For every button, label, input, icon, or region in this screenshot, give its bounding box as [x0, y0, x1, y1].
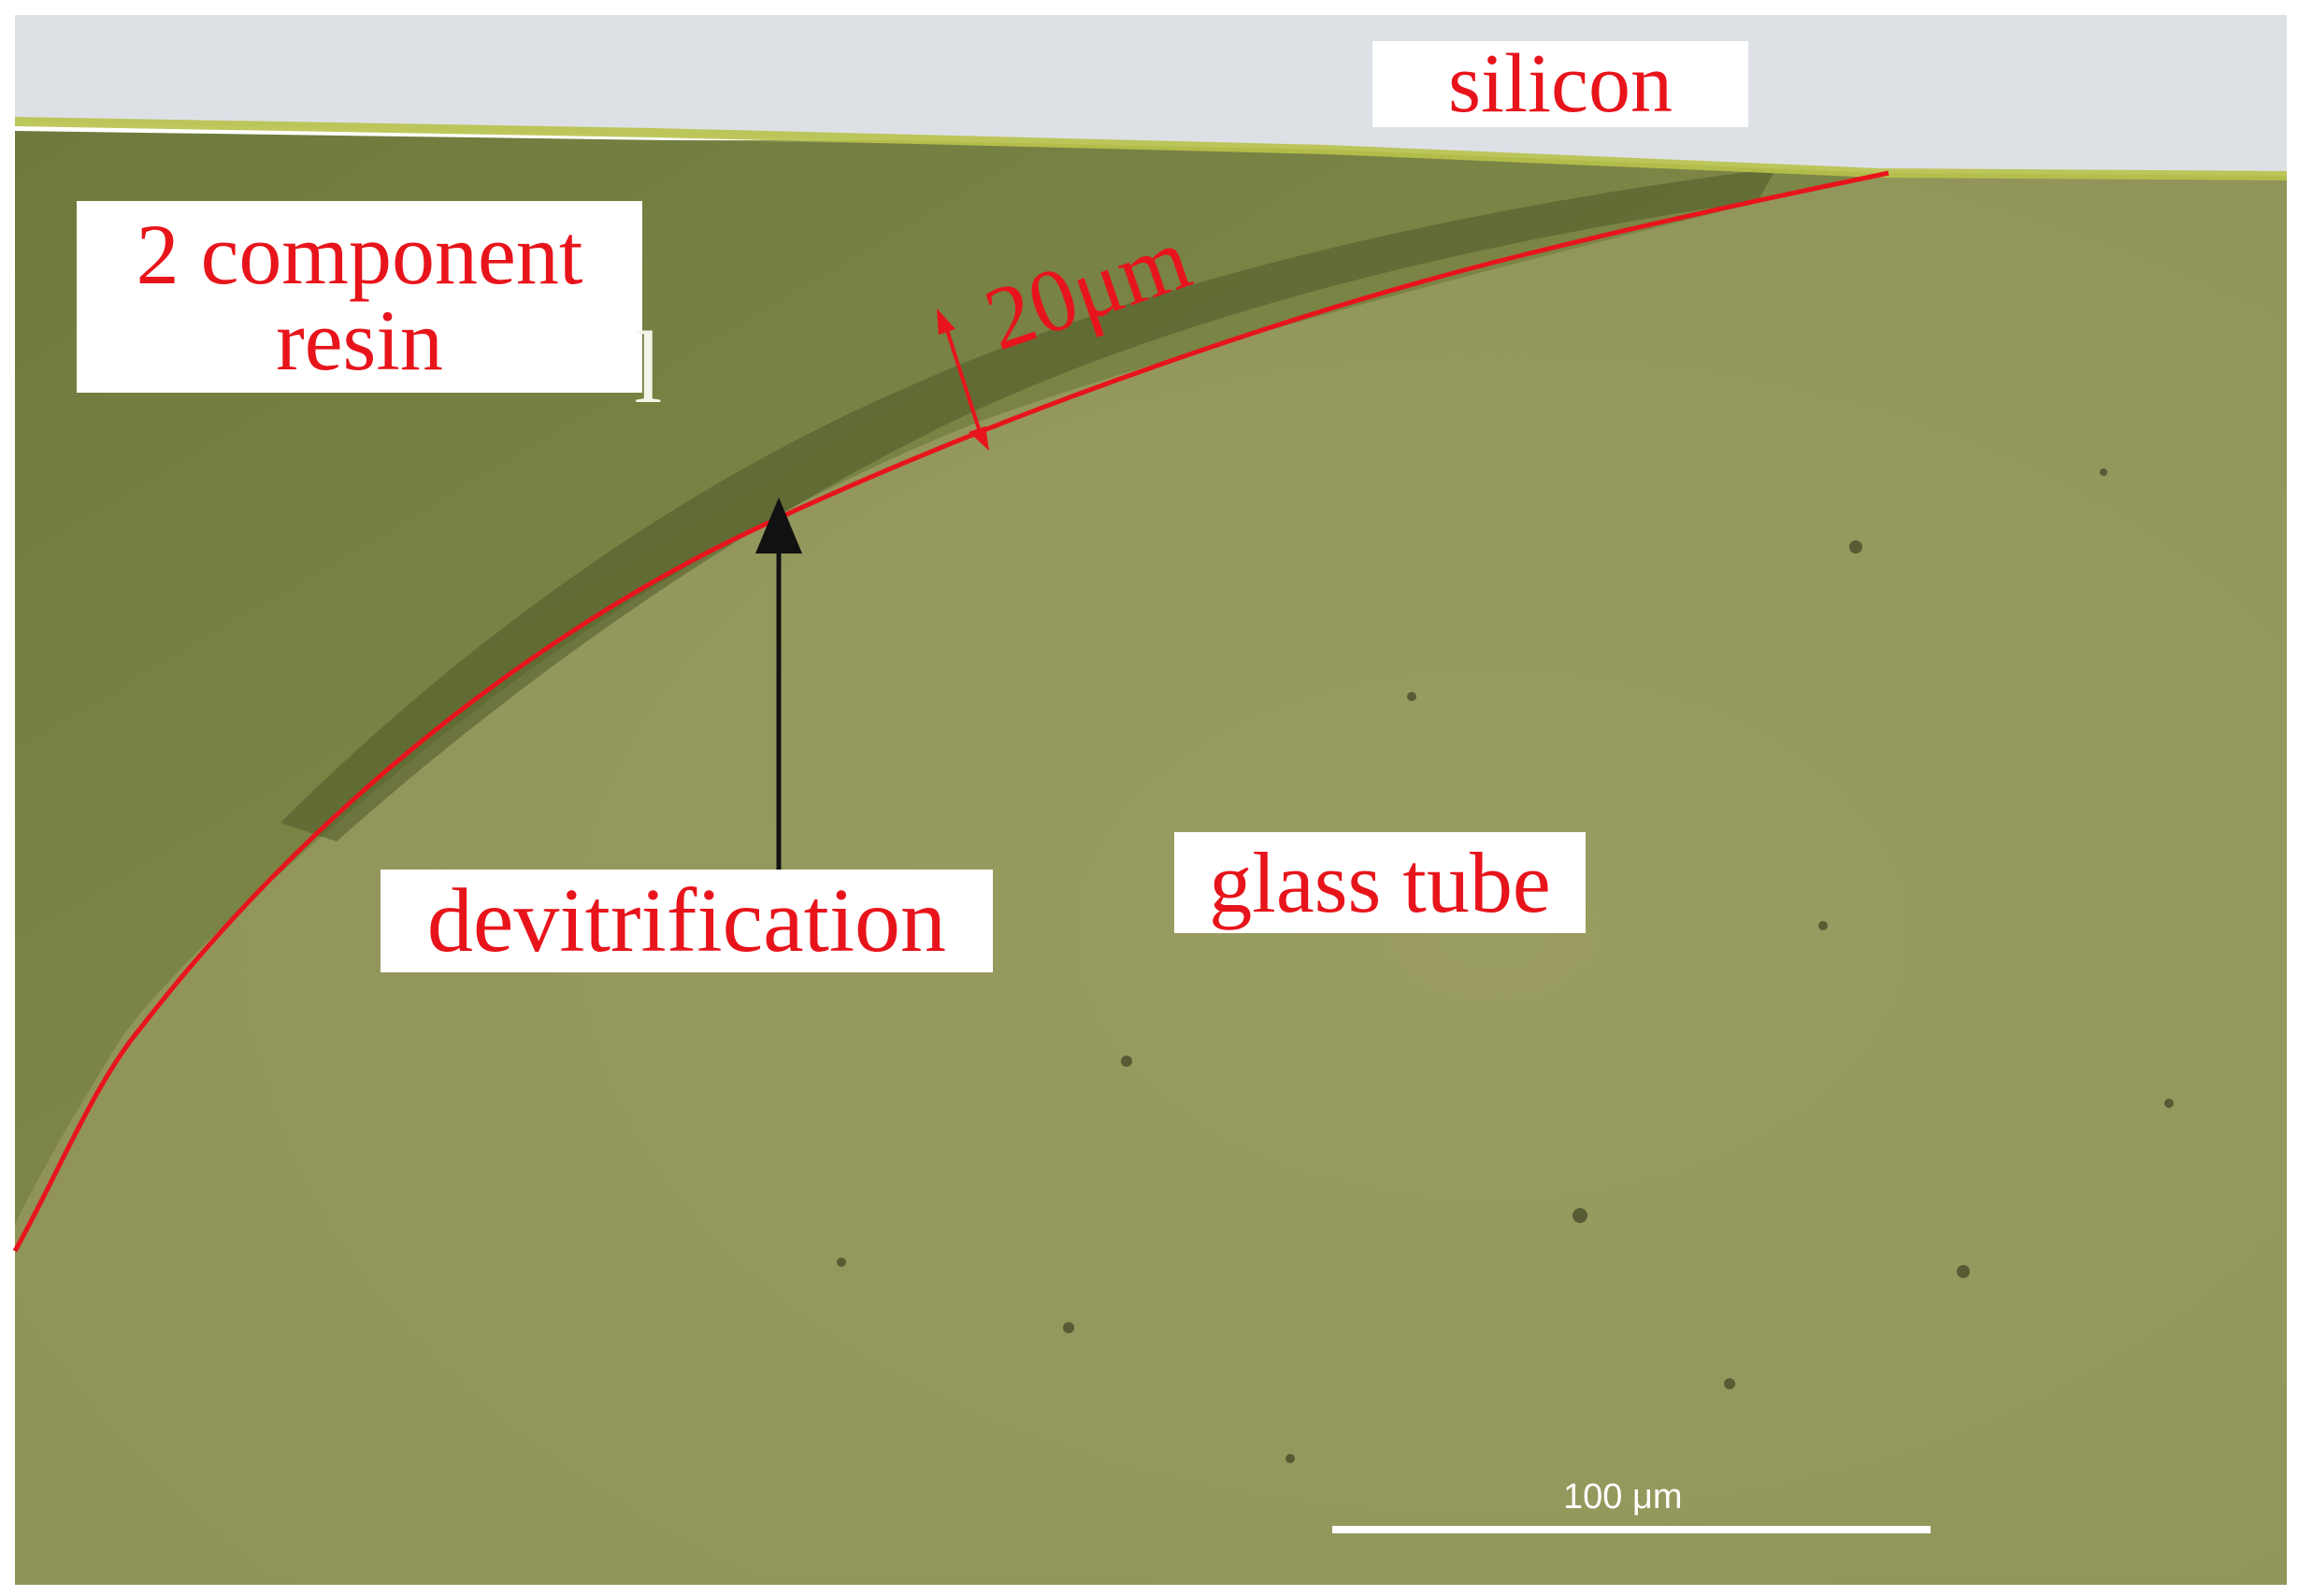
scale-bar-label: 100 μm: [1563, 1477, 1683, 1517]
label-resin-line1: 2 component: [136, 206, 583, 302]
label-glass-tube: glass tube: [1174, 832, 1586, 933]
silicon-edge: [14, 117, 2288, 180]
thickness-arrow: [937, 309, 989, 451]
interface-curve: [12, 170, 1889, 1253]
resin-region: [15, 131, 1879, 1225]
speckles: [651, 468, 2174, 1463]
scale-bar: [1332, 1526, 1931, 1533]
label-resin: 2 component resin: [77, 201, 642, 393]
label-silicon: silicon: [1372, 41, 1748, 127]
label-marker: l: [634, 310, 663, 424]
label-devitrification: devitrification: [381, 870, 993, 972]
devitrification-arrow: [755, 497, 802, 870]
label-resin-line2: resin: [276, 292, 443, 388]
